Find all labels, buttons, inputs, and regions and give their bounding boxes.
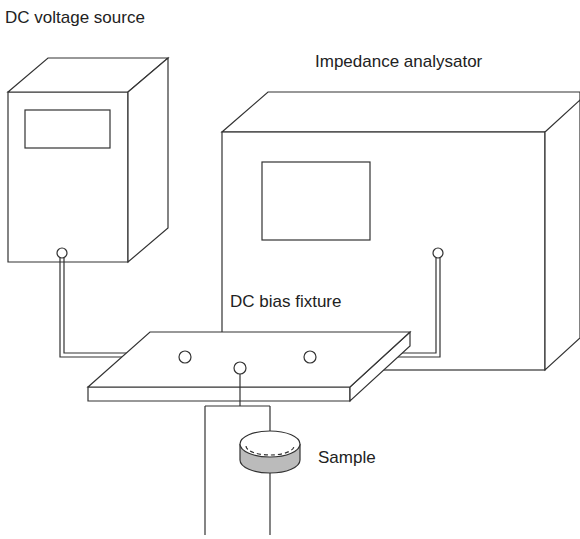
dc-bias-fixture (88, 332, 410, 401)
impedance-analyzer-device (222, 92, 580, 370)
fixture-label: DC bias fixture (230, 292, 341, 312)
sample-disc (240, 431, 300, 473)
device-label: DC voltage source (5, 8, 145, 28)
device-label: Impedance analysator (315, 52, 482, 72)
sample-label: Sample (318, 448, 376, 468)
dc-source-device (8, 58, 168, 262)
